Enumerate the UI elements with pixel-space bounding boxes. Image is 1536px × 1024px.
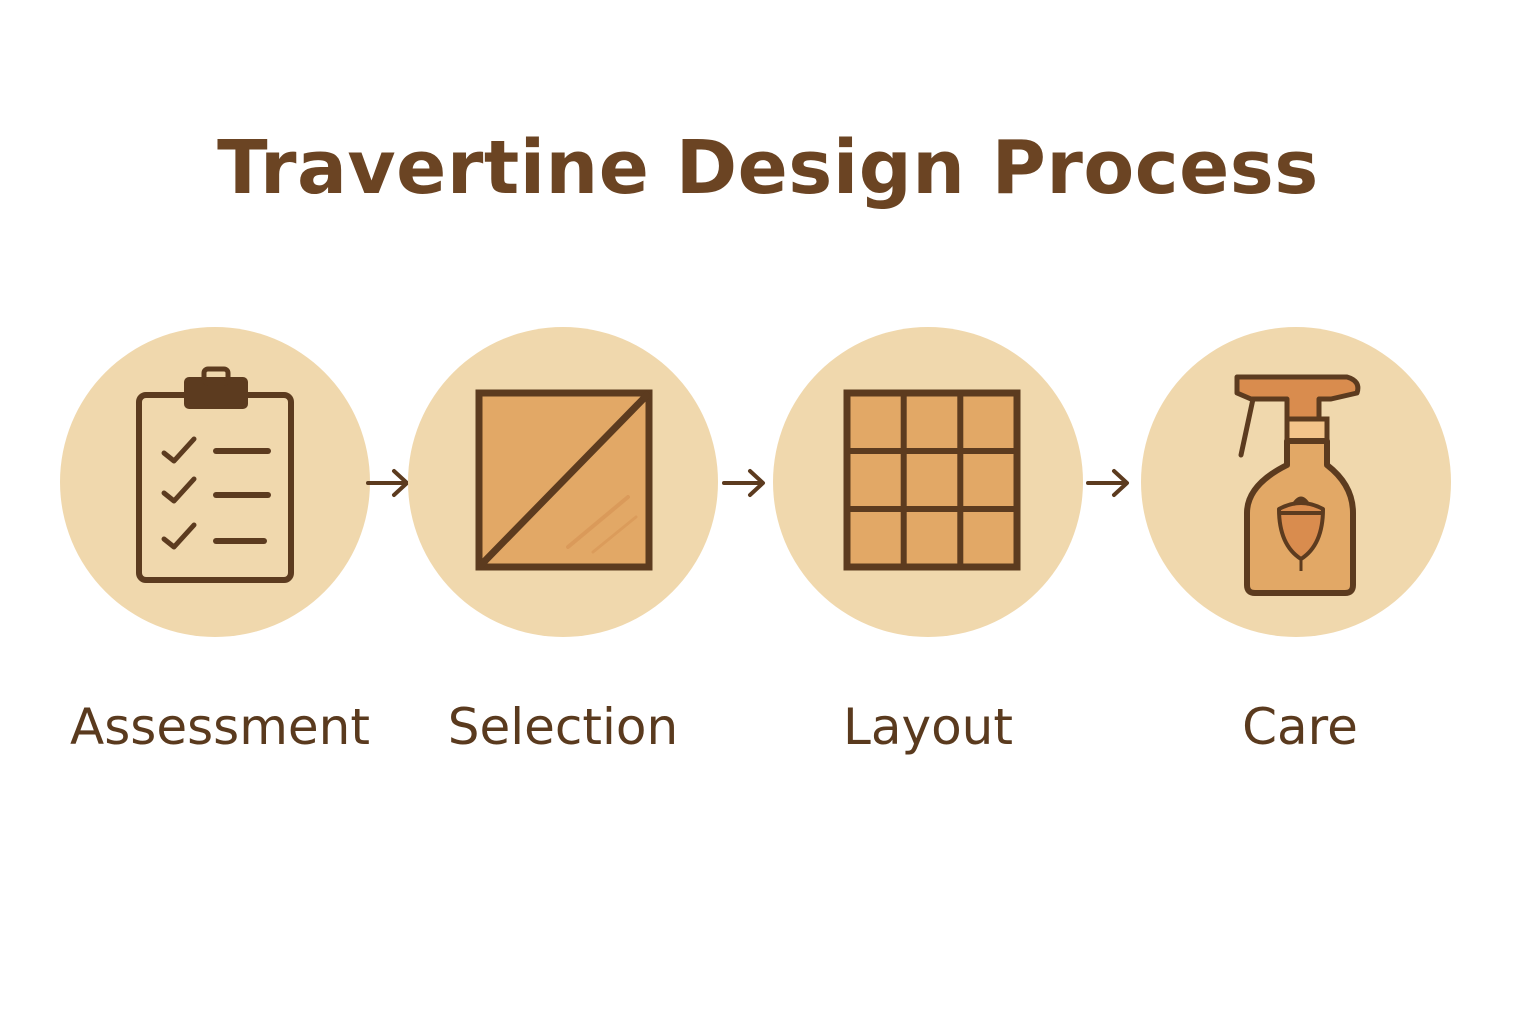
step-selection-circle	[408, 327, 718, 637]
step-label-care: Care	[1242, 698, 1358, 756]
step-label-layout: Layout	[843, 698, 1013, 756]
clipboard-checklist-icon	[136, 366, 294, 583]
arrow-right-icon	[722, 469, 765, 497]
step-label-selection: Selection	[447, 698, 679, 756]
tile-grid-icon	[843, 389, 1021, 571]
diagram-title: Travertine Design Process	[217, 125, 1319, 211]
step-label-assessment: Assessment	[70, 698, 370, 756]
step-layout-circle	[773, 327, 1083, 637]
spray-bottle-icon	[1234, 374, 1361, 596]
tile-sample-icon	[475, 389, 653, 571]
step-assessment-circle	[60, 327, 370, 637]
arrow-right-icon	[366, 469, 409, 497]
arrow-right-icon	[1086, 469, 1129, 497]
step-care-circle	[1141, 327, 1451, 637]
